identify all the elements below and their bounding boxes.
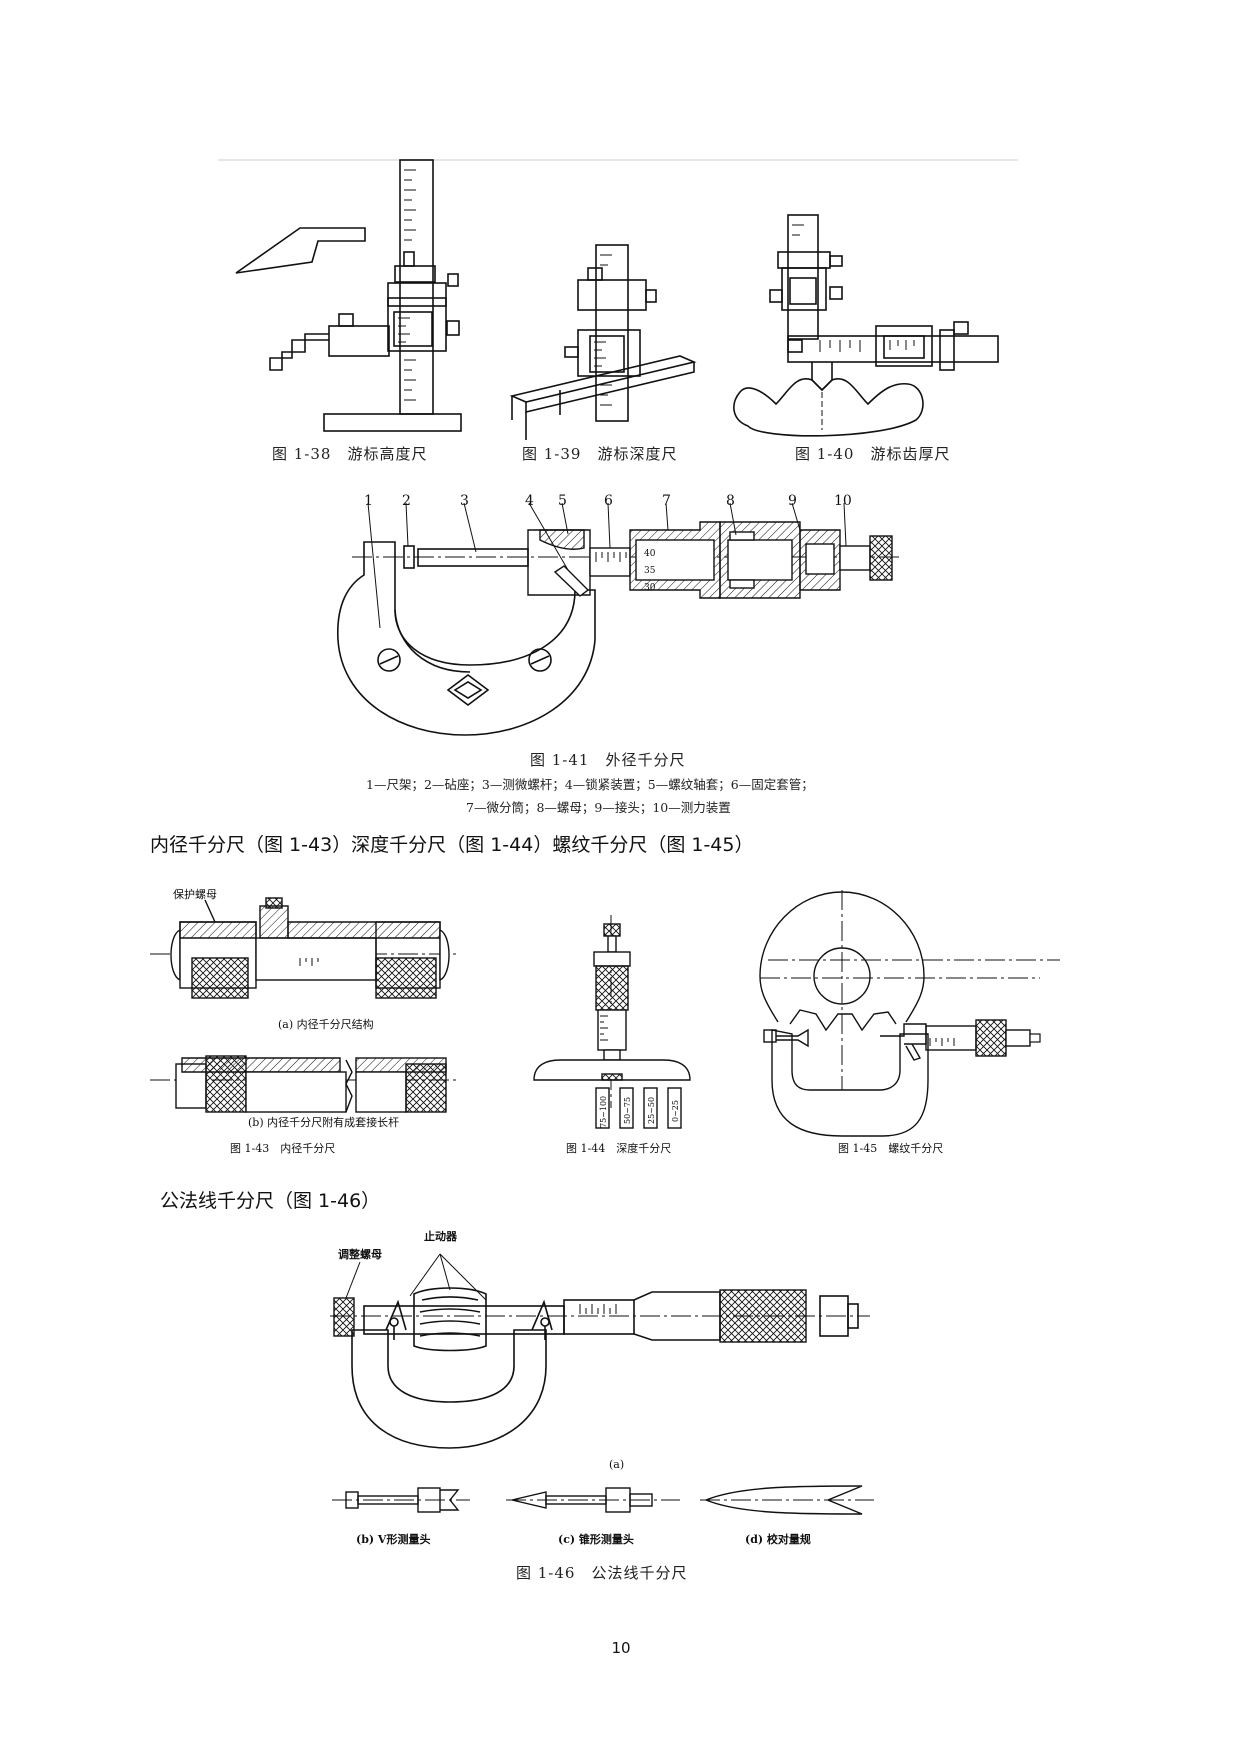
callout-6: 6 (604, 493, 613, 509)
caption-fig-1-38: 图 1-38 游标高度尺 (272, 445, 428, 463)
sub-a-fig-1-43: (a) 内径千分尺结构 (278, 1017, 374, 1031)
sub-b-fig-1-46: (b) V形测量头 (356, 1532, 430, 1546)
callout-7: 7 (662, 493, 671, 509)
callout-3: 3 (460, 493, 469, 509)
legend-fig-1-41-line1: 1—尺架；2—砧座；3—测微螺杆；4—锁紧装置；5—螺纹轴套；6—固定套管； (366, 777, 814, 792)
sub-d-fig-1-46: (d) 校对量规 (745, 1532, 811, 1546)
caption-fig-1-41: 图 1-41 外径千分尺 (530, 751, 686, 769)
rod-50-75: 50~75 (623, 1097, 632, 1124)
callout-4: 4 (525, 493, 534, 509)
callout-8: 8 (726, 493, 735, 509)
caption-fig-1-46: 图 1-46 公法线千分尺 (516, 1564, 688, 1582)
sub-a-fig-1-46: (a) (609, 1458, 624, 1471)
caption-fig-1-39: 图 1-39 游标深度尺 (522, 445, 678, 463)
label-stopper: 止动器 (424, 1229, 458, 1243)
caption-fig-1-40: 图 1-40 游标齿厚尺 (795, 445, 951, 463)
legend-fig-1-41-line2: 7—微分筒；8—螺母；9—接头；10—测力装置 (466, 800, 731, 815)
rod-75-100: 75~100 (599, 1096, 608, 1128)
caption-fig-1-44: 图 1-44 深度千分尺 (566, 1141, 671, 1155)
sub-c-fig-1-46: (c) 锥形测量头 (558, 1532, 634, 1546)
scale-label-40: 40 (644, 549, 656, 559)
callout-1: 1 (364, 493, 373, 509)
text-line-1: 内径千分尺（图 1-43）深度千分尺（图 1-44）螺纹千分尺（图 1-45） (150, 834, 754, 856)
top-divider (218, 159, 1018, 161)
callout-10: 10 (834, 493, 852, 509)
caption-fig-1-45: 图 1-45 螺纹千分尺 (838, 1141, 943, 1155)
callout-9: 9 (788, 493, 797, 509)
callout-2: 2 (402, 493, 411, 509)
scale-label-30: 30 (644, 583, 656, 593)
callout-5: 5 (558, 493, 567, 509)
text-line-2: 公法线千分尺（图 1-46） (160, 1190, 381, 1212)
caption-fig-1-43: 图 1-43 内径千分尺 (230, 1141, 335, 1155)
scale-label-35: 35 (644, 566, 656, 576)
rod-25-50: 25~50 (647, 1097, 656, 1124)
page-number: 10 (611, 1639, 631, 1657)
rod-0-25: 0~25 (671, 1100, 680, 1122)
sub-b-fig-1-43: (b) 内径千分尺附有成套接长杆 (248, 1115, 399, 1129)
label-protect-nut: 保护螺母 (173, 887, 217, 901)
label-adjust-nut: 调整螺母 (338, 1247, 382, 1261)
